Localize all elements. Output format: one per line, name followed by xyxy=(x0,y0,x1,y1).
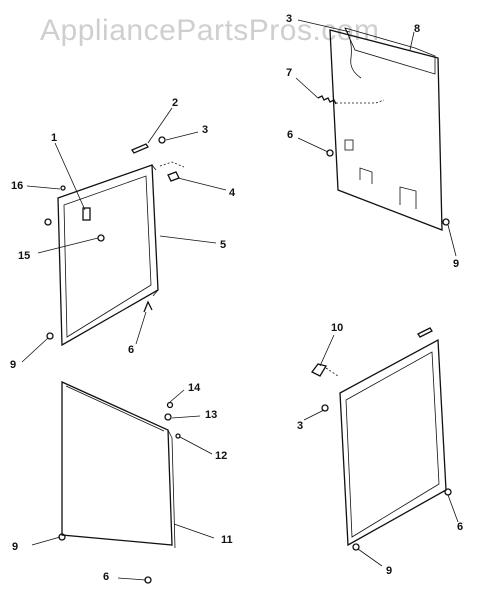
screw-part-rear[interactable] xyxy=(326,149,334,157)
washer-part[interactable] xyxy=(164,413,172,421)
callout-13: 13 xyxy=(205,409,217,421)
callout-10: 10 xyxy=(331,322,343,334)
callout-9: 9 xyxy=(10,359,16,371)
latch-part[interactable] xyxy=(167,171,180,182)
bracket-part[interactable] xyxy=(143,300,153,313)
callout-9-rear: 9 xyxy=(453,258,459,270)
callout-9-right: 9 xyxy=(386,565,392,577)
screw-part-right[interactable] xyxy=(321,404,329,412)
callout-3-right: 3 xyxy=(297,420,303,432)
clip-part[interactable] xyxy=(60,185,66,191)
screw-part-bottom[interactable] xyxy=(46,332,54,340)
callout-3: 3 xyxy=(202,124,208,136)
strip-part-right[interactable] xyxy=(417,327,433,338)
callout-11: 11 xyxy=(221,534,233,546)
right-panel-assembly xyxy=(311,327,452,551)
callout-6-rear: 6 xyxy=(287,129,293,141)
callout-8: 8 xyxy=(414,23,420,35)
callout-7: 7 xyxy=(286,67,292,79)
watermark: AppliancePartsPros.com xyxy=(40,14,380,47)
screw-part-right-foot[interactable] xyxy=(352,543,360,551)
spring-part[interactable] xyxy=(317,95,337,105)
strip-part[interactable] xyxy=(131,143,149,154)
callout-15: 15 xyxy=(18,250,30,262)
callout-1: 1 xyxy=(51,132,57,144)
screw-part-rear-low[interactable] xyxy=(442,218,450,226)
right-panel-part[interactable] xyxy=(339,338,447,547)
screw-part[interactable] xyxy=(158,136,166,144)
clip-part-side[interactable] xyxy=(175,433,181,439)
callout-12: 12 xyxy=(215,450,227,462)
screw-part-left[interactable] xyxy=(44,218,52,226)
callout-16: 16 xyxy=(11,180,23,192)
front-frame-part[interactable] xyxy=(57,164,159,347)
screw-part-right-low[interactable] xyxy=(444,488,452,496)
callout-4: 4 xyxy=(229,187,236,199)
side-panel-part[interactable] xyxy=(61,380,173,546)
back-panel-part[interactable] xyxy=(329,29,443,231)
hinge-part[interactable] xyxy=(82,207,91,221)
callout-14: 14 xyxy=(188,382,201,394)
callout-3-rear: 3 xyxy=(286,13,292,25)
front-frame-assembly xyxy=(44,136,185,347)
callout-5: 5 xyxy=(220,239,226,251)
bolt-part[interactable] xyxy=(97,234,105,242)
callout-6: 6 xyxy=(128,344,134,356)
callout-9-side: 9 xyxy=(12,541,18,553)
callout-6-right: 6 xyxy=(457,521,463,533)
side-panel-assembly xyxy=(58,380,181,584)
back-panel-assembly xyxy=(317,27,450,231)
hinge-part-right[interactable] xyxy=(311,363,328,377)
screw-part-top[interactable] xyxy=(166,401,174,409)
callout-6-side: 6 xyxy=(103,571,109,583)
callout-2: 2 xyxy=(172,97,178,109)
